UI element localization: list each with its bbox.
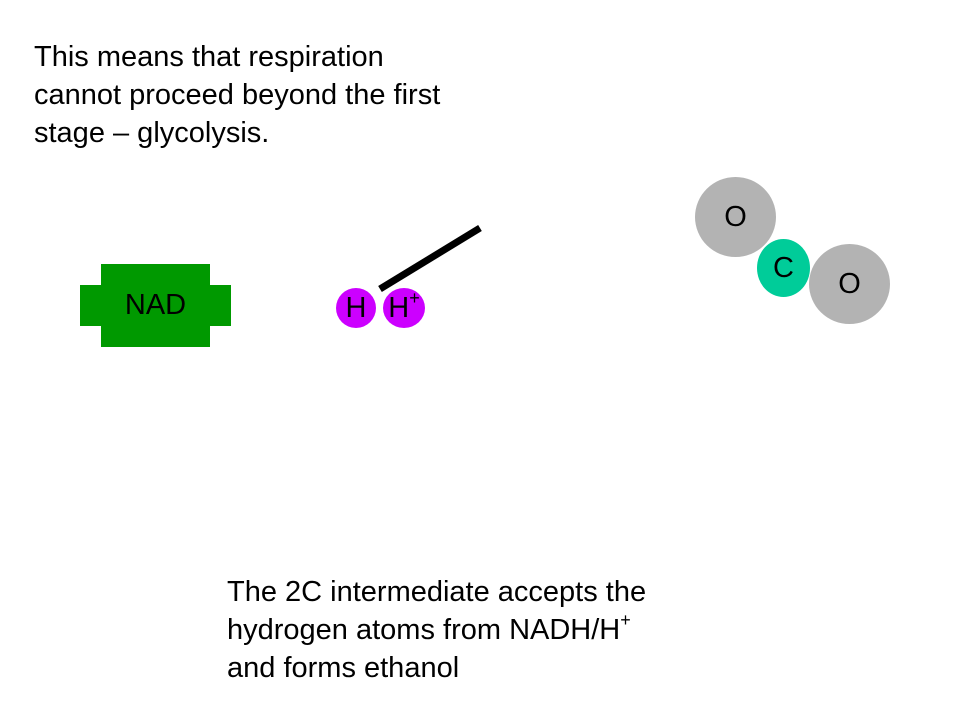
top-text-block: This means that respiration cannot proce… bbox=[34, 38, 440, 152]
hydrogen-ion-charge: + bbox=[409, 287, 420, 308]
bottom-text-line-2-sup: + bbox=[620, 610, 631, 631]
hydrogen-ion-letter: H bbox=[388, 291, 410, 324]
hydrogen-ion-label: H+ bbox=[388, 289, 419, 325]
bond-line bbox=[378, 225, 482, 292]
carbon-atom-label: C bbox=[773, 251, 794, 284]
nad-molecule: NAD bbox=[80, 264, 231, 347]
oxygen-atom-1: O bbox=[695, 177, 776, 257]
oxygen-atom-2: O bbox=[809, 244, 890, 324]
bottom-text-line-2: hydrogen atoms from NADH/H+ bbox=[227, 611, 646, 649]
oxygen-atom-2-label: O bbox=[838, 267, 861, 300]
oxygen-atom-1-label: O bbox=[724, 200, 747, 233]
hydrogen-atom: H bbox=[336, 288, 376, 328]
top-text-line-3: stage – glycolysis. bbox=[34, 117, 270, 149]
nad-label: NAD bbox=[124, 289, 187, 321]
hydrogen-ion-atom: H+ bbox=[383, 288, 425, 328]
carbon-atom: C bbox=[757, 239, 810, 297]
bottom-text-line-1: The 2C intermediate accepts the bbox=[227, 576, 647, 608]
bottom-text-line-3: and forms ethanol bbox=[227, 652, 460, 684]
hydrogen-atom-label: H bbox=[345, 291, 367, 324]
top-text-line-2: cannot proceed beyond the first bbox=[34, 79, 441, 111]
top-text-line-1: This means that respiration bbox=[34, 41, 384, 73]
bottom-text-block: The 2C intermediate accepts the hydrogen… bbox=[227, 573, 646, 687]
nad-shape-horizontal bbox=[80, 285, 231, 326]
bottom-text-line-2-main: hydrogen atoms from NADH/H bbox=[227, 614, 621, 646]
